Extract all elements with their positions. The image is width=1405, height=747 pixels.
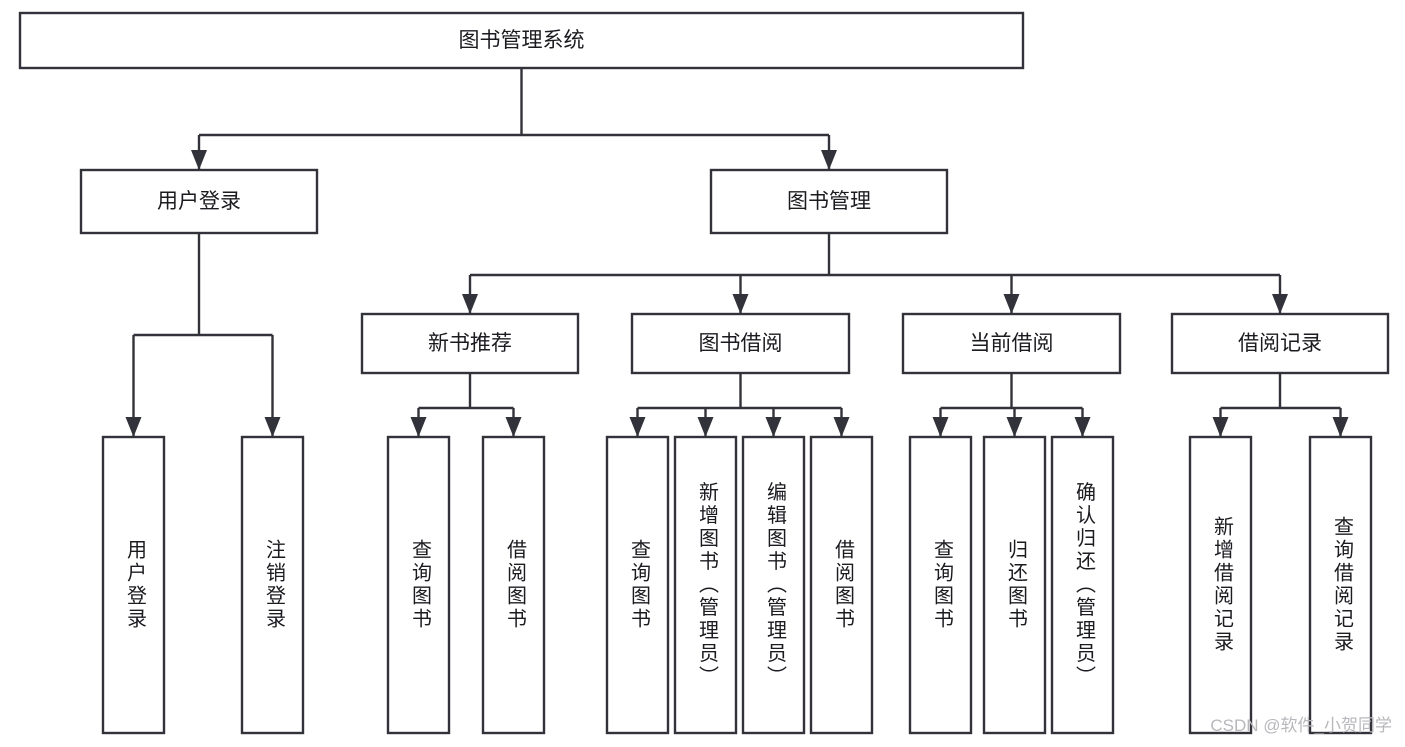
connector-arrowhead (1332, 417, 1349, 437)
connector-arrowhead (1074, 417, 1091, 437)
node-box[interactable] (741, 435, 806, 735)
connector-arrowhead (191, 150, 207, 170)
node-leaf[interactable]: 确认归还（管理员） (1050, 435, 1115, 735)
node-box[interactable] (901, 312, 1122, 375)
node-box[interactable] (360, 312, 580, 375)
node-label: 查询图书 (628, 539, 651, 631)
node-label: 查询图书 (409, 539, 432, 631)
connector-arrowhead (765, 417, 782, 437)
node-box[interactable] (908, 435, 973, 735)
connector-arrowhead (1272, 294, 1288, 314)
node-label: 图书借阅 (699, 332, 783, 355)
node-label: 新增借阅记录 (1211, 516, 1234, 654)
node-level2[interactable]: 图书管理 (709, 168, 949, 235)
node-leaf[interactable]: 借阅图书 (481, 435, 546, 735)
connector-arrowhead (410, 417, 427, 437)
node-level3[interactable]: 新书推荐 (360, 312, 580, 375)
node-leaf[interactable]: 编辑图书（管理员） (741, 435, 806, 735)
node-box[interactable] (240, 435, 305, 735)
node-box[interactable] (673, 435, 738, 735)
node-box[interactable] (101, 435, 166, 735)
connector-arrowhead (125, 417, 142, 437)
node-box[interactable] (1308, 435, 1373, 735)
node-leaf[interactable]: 查询图书 (605, 435, 670, 735)
node-label: 借阅记录 (1238, 332, 1322, 355)
connector-arrowhead (697, 417, 714, 437)
node-leaf[interactable]: 新增图书（管理员） (673, 435, 738, 735)
node-level2[interactable]: 用户登录 (79, 168, 319, 235)
node-leaf[interactable]: 注销登录 (240, 435, 305, 735)
node-box[interactable] (809, 435, 874, 735)
connector-arrowhead (1212, 417, 1229, 437)
connector-arrowhead (264, 417, 281, 437)
node-label: 借阅图书 (832, 539, 855, 631)
node-box[interactable] (18, 11, 1025, 70)
connector-arrowhead (629, 417, 646, 437)
node-box[interactable] (630, 312, 851, 375)
node-leaf[interactable]: 查询借阅记录 (1308, 435, 1373, 735)
node-box[interactable] (709, 168, 949, 235)
node-leaf[interactable]: 新增借阅记录 (1188, 435, 1253, 735)
node-box[interactable] (982, 435, 1047, 735)
node-label: 注销登录 (263, 539, 286, 631)
node-label: 归还图书 (1005, 539, 1028, 631)
node-leaf[interactable]: 归还图书 (982, 435, 1047, 735)
connector-arrowhead (1006, 417, 1023, 437)
connectors-layer (125, 68, 1349, 437)
node-level3[interactable]: 当前借阅 (901, 312, 1122, 375)
node-leaf[interactable]: 用户登录 (101, 435, 166, 735)
node-leaf[interactable]: 查询图书 (386, 435, 451, 735)
node-level3[interactable]: 图书借阅 (630, 312, 851, 375)
connector-arrowhead (732, 294, 749, 314)
node-label: 查询借阅记录 (1331, 516, 1354, 654)
node-label: 编辑图书（管理员） (764, 481, 787, 688)
node-label: 确认归还（管理员） (1073, 481, 1096, 688)
node-root[interactable]: 图书管理系统 (18, 11, 1025, 70)
node-level3[interactable]: 借阅记录 (1170, 312, 1390, 375)
node-label: 新增图书（管理员） (696, 481, 719, 688)
node-box[interactable] (481, 435, 546, 735)
node-label: 图书管理 (787, 190, 871, 213)
connector-arrowhead (505, 417, 522, 437)
node-label: 查询图书 (931, 539, 954, 631)
connector-arrowhead (821, 150, 837, 170)
node-label: 当前借阅 (970, 332, 1054, 355)
node-leaf[interactable]: 借阅图书 (809, 435, 874, 735)
node-box[interactable] (1188, 435, 1253, 735)
node-box[interactable] (79, 168, 319, 235)
nodes-layer: 图书管理系统用户登录图书管理用户登录注销登录新书推荐查询图书借阅图书图书借阅查询… (18, 11, 1390, 735)
node-box[interactable] (1050, 435, 1115, 735)
csdn-watermark: CSDN @软件_小贺同学 (1210, 716, 1392, 735)
node-box[interactable] (386, 435, 451, 735)
connector-arrowhead (833, 417, 850, 437)
node-label: 新书推荐 (428, 332, 512, 355)
node-leaf[interactable]: 查询图书 (908, 435, 973, 735)
node-label: 用户登录 (124, 539, 147, 631)
connector-arrowhead (1003, 294, 1020, 314)
node-label: 用户登录 (157, 190, 241, 213)
node-label: 图书管理系统 (459, 29, 585, 52)
connector-arrowhead (462, 294, 478, 314)
node-label: 借阅图书 (504, 539, 527, 631)
connector-arrowhead (932, 417, 949, 437)
node-box[interactable] (605, 435, 670, 735)
node-box[interactable] (1170, 312, 1390, 375)
